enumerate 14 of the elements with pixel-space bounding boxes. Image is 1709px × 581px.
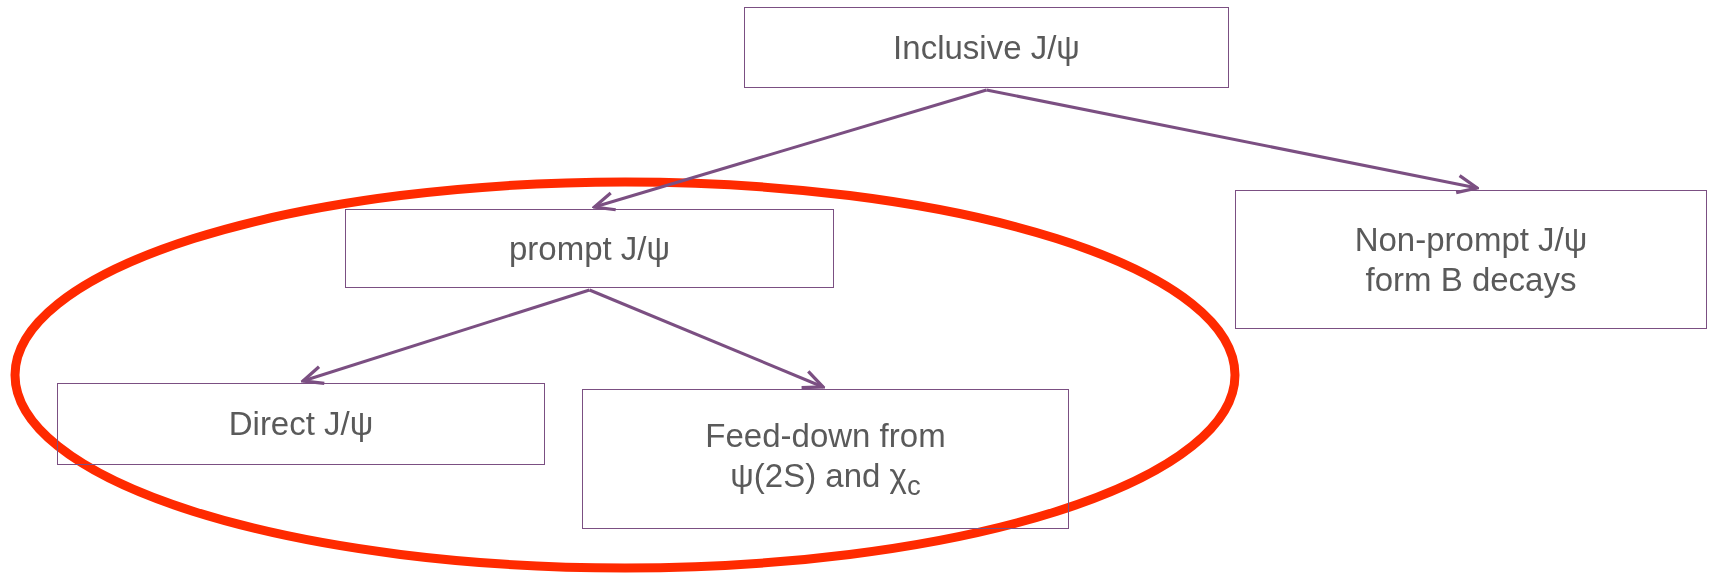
box-label: prompt J/ψ <box>508 228 671 269</box>
box-label: Direct J/ψ <box>228 404 374 444</box>
box-label: Non-prompt J/ψ form B decays <box>1353 219 1589 300</box>
arrow <box>301 288 590 385</box>
process-box <box>1235 190 1707 329</box>
process-box <box>57 383 545 465</box>
process-box <box>744 7 1229 88</box>
arrow <box>986 88 1479 195</box>
box-label: Feed-down from ψ(2S) and χ$_{c}$ <box>704 416 947 502</box>
arrow <box>592 88 987 212</box>
process-box <box>345 209 834 288</box>
box-label: Inclusive J/ψ <box>893 27 1080 68</box>
process-box <box>582 389 1069 529</box>
arrow <box>588 288 825 390</box>
